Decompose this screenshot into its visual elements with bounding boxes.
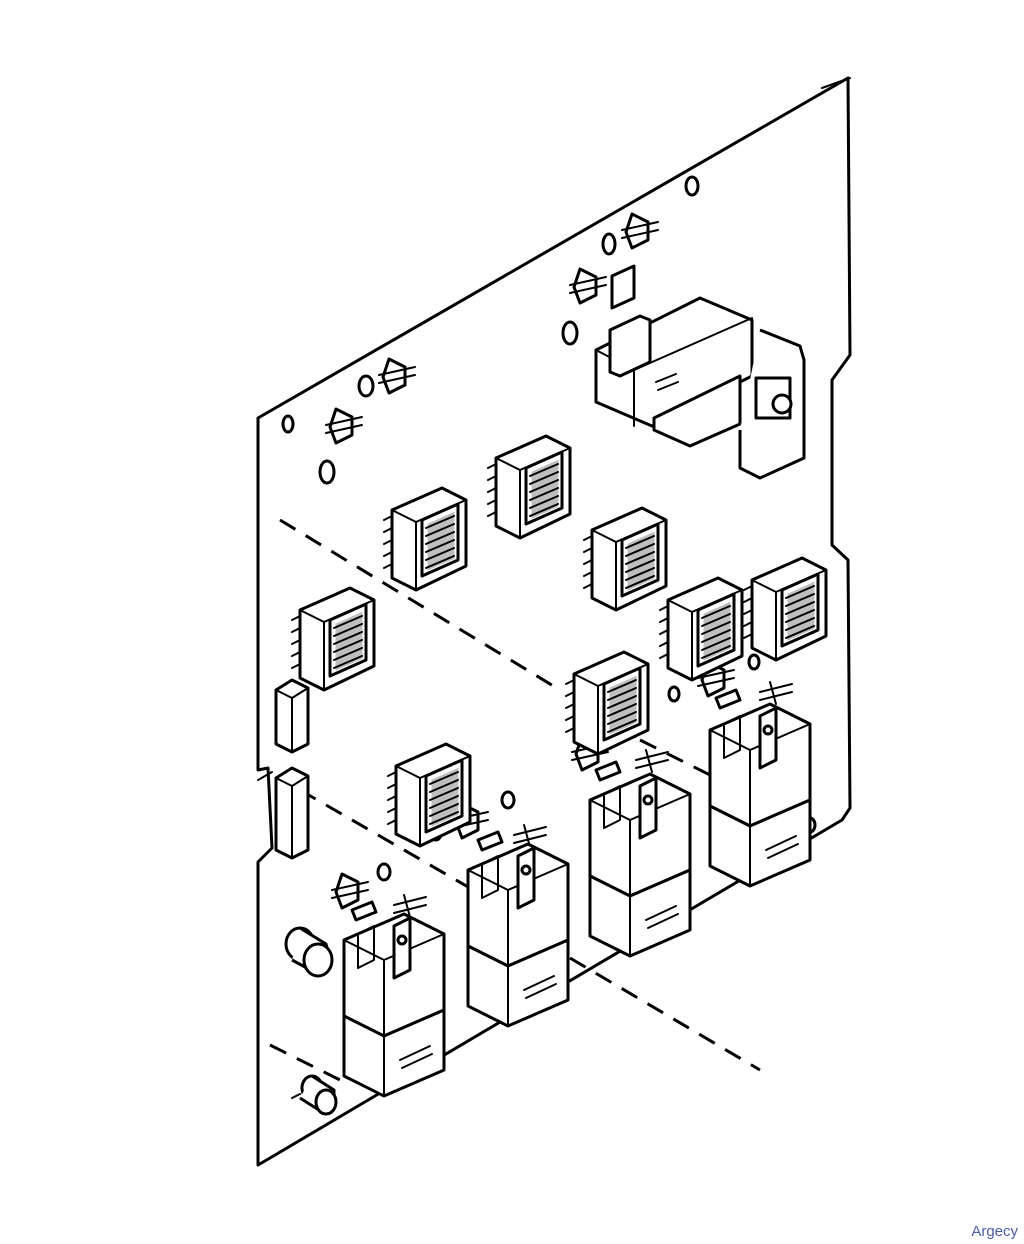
transformer-3: [582, 506, 668, 612]
transformer-6: [742, 556, 828, 662]
transformer-1: [486, 434, 572, 540]
edge-connector-1: [274, 678, 310, 754]
large-relay-module: [594, 264, 806, 480]
transformer-2: [382, 486, 468, 592]
transformer-7: [564, 650, 650, 756]
board-outline: [256, 76, 852, 1167]
edge-connector-2: [274, 766, 310, 860]
capacitor-2: [291, 1074, 338, 1116]
relay-1: [708, 702, 812, 888]
capacitor-1: [284, 926, 334, 978]
relay-3: [466, 842, 570, 1028]
watermark-text: Argecy: [971, 1223, 1018, 1240]
board-edge: [257, 77, 851, 781]
transformer-5: [658, 576, 744, 682]
small-pads: [350, 688, 742, 922]
relay-2: [588, 772, 692, 958]
relay-4: [342, 912, 446, 1098]
transformer-4: [290, 586, 376, 692]
